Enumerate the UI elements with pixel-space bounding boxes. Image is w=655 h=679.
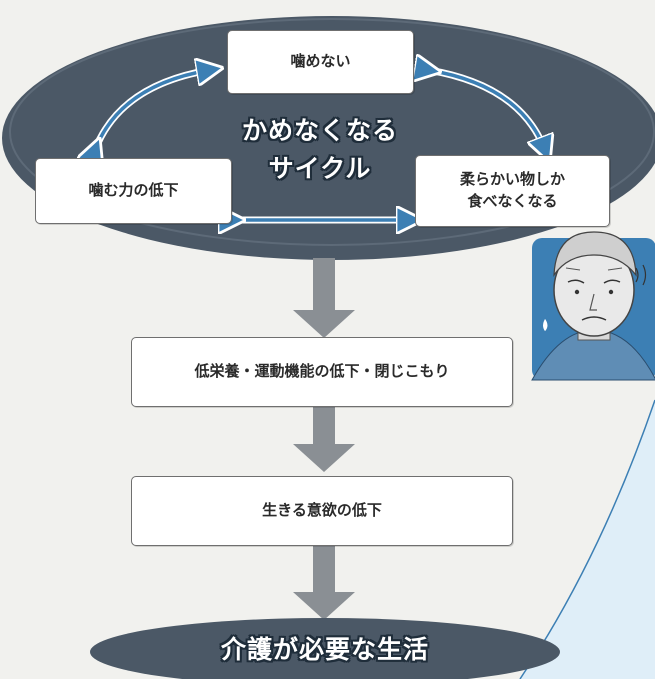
cycle-ellipse-highlight — [9, 18, 655, 246]
cycle-node-left: 噛む力の低下 — [35, 158, 232, 224]
down-arrow-icon — [293, 405, 355, 472]
down-arrow-icon — [293, 544, 355, 620]
cycle-node-left-label: 噛む力の低下 — [88, 181, 179, 200]
flow-step-malnutrition-label: 低栄養・運動機能の低下・閉じこもり — [194, 362, 450, 381]
flow-step-motivation-label: 生きる意欲の低下 — [262, 501, 382, 520]
flow-step-malnutrition: 低栄養・運動機能の低下・閉じこもり — [131, 337, 513, 407]
outcome-ellipse — [90, 618, 560, 679]
worried-elderly-man-illustration — [531, 231, 655, 381]
cycle-node-right-label-line2: 食べなくなる — [467, 192, 558, 210]
cycle-node-top: 噛めない — [227, 30, 414, 94]
cycle-arrow-icon — [95, 70, 210, 150]
cycle-node-top-label: 噛めない — [290, 52, 351, 71]
cycle-node-right-label-line1: 柔らかい物しか — [459, 170, 565, 189]
outcome-label: 介護が必要な生活 — [220, 635, 429, 664]
down-arrow-icon — [293, 258, 355, 338]
cycle-title: かめなくなる サイクル — [200, 112, 440, 188]
cycle-title-line1: かめなくなる — [241, 116, 398, 145]
cycle-title-line2: サイクル — [268, 154, 372, 183]
cycle-arrow-icon — [428, 70, 545, 150]
flow-step-motivation: 生きる意欲の低下 — [131, 476, 513, 546]
cycle-node-right: 柔らかい物しか 食べなくなる — [415, 155, 610, 227]
corner-tint — [520, 400, 655, 679]
